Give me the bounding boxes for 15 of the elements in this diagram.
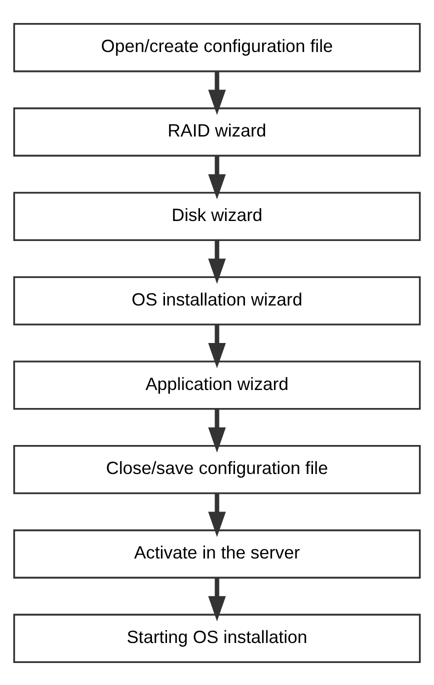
node-box: Starting OS installation	[13, 613, 421, 662]
arrow	[208, 324, 226, 368]
node-box: Close/save configuration file	[13, 444, 421, 494]
arrow	[208, 70, 226, 115]
arrow	[208, 240, 226, 284]
arrow	[208, 492, 226, 536]
node-box: Activate in the server	[13, 528, 421, 578]
node-box: RAID wizard	[13, 106, 421, 156]
node-box: Application wizard	[13, 360, 421, 410]
node-box: Open/create configuration file	[13, 22, 421, 72]
arrow	[208, 577, 226, 621]
arrow	[208, 408, 226, 452]
node-box: OS installation wizard	[13, 276, 421, 325]
node-box: Disk wizard	[13, 191, 421, 240]
arrow	[208, 155, 226, 199]
